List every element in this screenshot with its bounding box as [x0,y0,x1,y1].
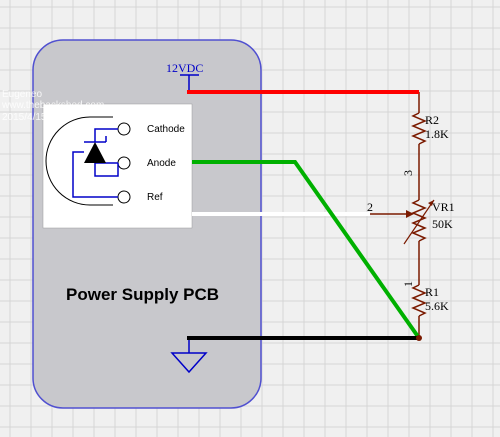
junction-dot [416,335,422,341]
r1-resistor [411,284,427,317]
r2-ref: R2 [425,113,439,127]
supply-label: 12VDC [166,61,203,75]
board-label: Power Supply PCB [66,285,219,304]
ic-package-outline [45,116,113,206]
r1-ref: R1 [425,285,439,299]
ref-label: Ref [147,192,163,203]
pot-pin-2: 2 [367,200,373,214]
vr1-ref: VR1 [432,200,455,214]
cathode-label: Cathode [147,124,185,135]
vr1-value: 50K [432,217,453,231]
vr1-resistor [411,199,427,242]
r2-resistor [411,112,427,145]
wiper-arrow [406,210,414,218]
green-wire [192,160,421,340]
pot-pin-3: 3 [401,170,415,176]
pot-pin-1: 1 [401,281,415,287]
watermark-date: 2015/4/15 [2,112,47,123]
r2-value: 1.8K [425,127,449,141]
diode-triangle [84,142,106,163]
watermark-site: www.thebackshed.com [1,100,104,111]
cathode-pin [117,122,131,136]
watermark-author: Eugeneo [2,89,42,100]
vr1-adjust-arrow [403,199,435,245]
anode-label: Anode [147,158,176,169]
watermark: Eugeneo www.thebackshed.com 2015/4/15 [1,89,104,123]
anode-pin [117,156,131,170]
divider-network: 3 2 1 R2 1.8K VR1 50K R1 5.6K [367,92,455,338]
ground-symbol [170,338,208,374]
r1-value: 5.6K [425,299,449,313]
supply-symbol: 12VDC [166,61,203,92]
ref-pin [117,190,131,204]
ic-pinout-box: Cathode Anode Ref [42,103,193,229]
